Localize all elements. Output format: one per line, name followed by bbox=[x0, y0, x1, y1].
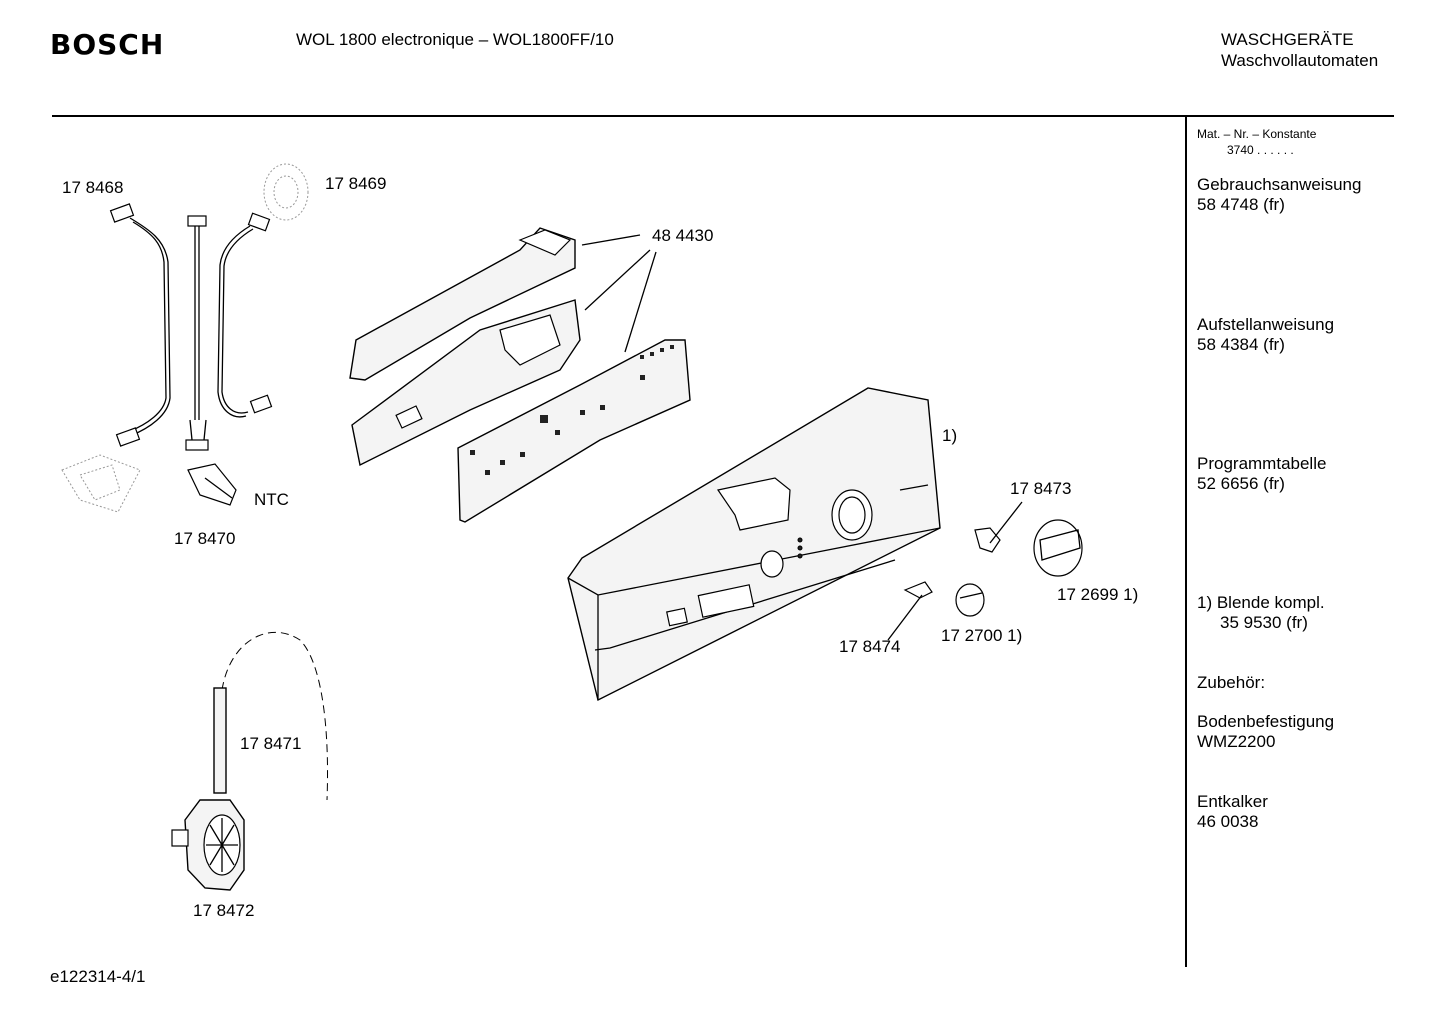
pressure-switch-drawing bbox=[171, 631, 328, 891]
control-panel-drawing bbox=[567, 387, 941, 702]
sidebar-item-value: 58 4748 (fr) bbox=[1197, 195, 1285, 214]
sidebar-item-title: Bodenbefestigung bbox=[1197, 712, 1335, 731]
knob-drawings bbox=[903, 519, 1083, 617]
sidebar-item-value: 52 6656 (fr) bbox=[1197, 474, 1285, 493]
header-divider bbox=[52, 115, 1394, 117]
sidebar-divider bbox=[1185, 117, 1187, 967]
part-label-1727001: 17 2700 1) bbox=[941, 626, 1023, 645]
cable-harness-drawing bbox=[61, 163, 309, 513]
sidebar-item-value: WMZ2200 bbox=[1197, 732, 1276, 751]
model-title: WOL 1800 electronique – WOL1800FF/10 bbox=[296, 30, 614, 49]
exploded-parts-diagram bbox=[61, 163, 1083, 891]
part-label-178469: 17 8469 bbox=[325, 174, 387, 193]
sidebar-item-title: Programmtabelle bbox=[1197, 454, 1327, 473]
part-label-178472: 17 8472 bbox=[193, 901, 255, 920]
sidebar-item-title: Gebrauchsanweisung bbox=[1197, 175, 1362, 194]
sidebar-item-value: 58 4384 (fr) bbox=[1197, 335, 1285, 354]
part-label-178468: 17 8468 bbox=[62, 178, 124, 197]
sidebar-item-title: Entkalker bbox=[1197, 792, 1268, 811]
sidebar-item-title: 1) Blende kompl. bbox=[1197, 593, 1325, 612]
sidebar-item-title: Aufstellanweisung bbox=[1197, 315, 1335, 334]
category-title: WASCHGERÄTE bbox=[1221, 30, 1354, 49]
brand-logo: BOSCH bbox=[50, 28, 165, 61]
part-label-178474: 17 8474 bbox=[839, 637, 901, 656]
part-label-484430: 48 4430 bbox=[652, 226, 714, 245]
sidebar-item-value: 46 0038 bbox=[1197, 812, 1259, 831]
part-label-178470: 17 8470 bbox=[174, 529, 236, 548]
electronic-module-drawing bbox=[349, 227, 691, 523]
mat-number-value: 3740 . . . . . . bbox=[1227, 143, 1294, 157]
part-label-178473: 17 8473 bbox=[1010, 479, 1072, 498]
part-label-178471: 17 8471 bbox=[240, 734, 302, 753]
part-label-ntc: NTC bbox=[254, 490, 289, 509]
sidebar-item-value: 35 9530 (fr) bbox=[1220, 613, 1308, 632]
leader-lines bbox=[581, 234, 1023, 641]
sidebar-item-title: Zubehör: bbox=[1197, 673, 1266, 692]
category-subtitle: Waschvollautomaten bbox=[1221, 51, 1379, 70]
document-id: e122314-4/1 bbox=[50, 967, 146, 986]
part-label-1726991: 17 2699 1) bbox=[1057, 585, 1139, 604]
mat-number-label: Mat. – Nr. – Konstante bbox=[1197, 127, 1317, 141]
footnote-marker: 1) bbox=[942, 426, 958, 445]
